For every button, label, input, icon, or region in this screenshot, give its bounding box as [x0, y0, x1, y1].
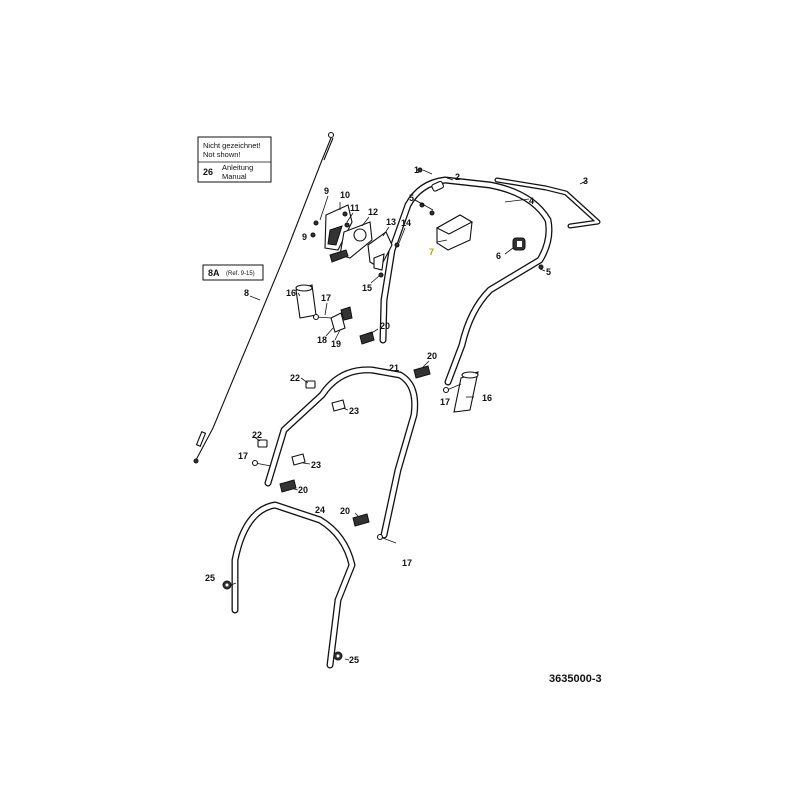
callout-19: 19: [331, 339, 341, 349]
callout-25-upper: 25: [205, 573, 215, 583]
lower-handle: [231, 501, 356, 669]
lever-cover: [367, 231, 393, 271]
control-box: [435, 214, 474, 251]
callout-24: 24: [315, 505, 325, 515]
callout-16-left: 16: [286, 288, 296, 298]
upper-handle: [379, 176, 553, 386]
reference-note: (Ref. 9-15): [226, 271, 255, 277]
callout-22-upper: 22: [290, 373, 300, 383]
callout-7: 7: [429, 247, 434, 257]
callout-16-right: 16: [482, 393, 492, 403]
callout-2: 2: [455, 172, 460, 182]
callout-23-lower: 23: [311, 460, 321, 470]
callout-5-upper: 5: [409, 193, 414, 203]
callout-14: 14: [401, 218, 411, 228]
caps-23: [291, 399, 346, 466]
clip-2: [431, 180, 445, 192]
legend-item-label-de: Anleitung: [222, 163, 253, 172]
callout-6: 6: [496, 251, 501, 261]
middle-handle: [264, 366, 419, 539]
cable-clips: [279, 331, 431, 527]
callout-8: 8: [244, 288, 249, 298]
callout-5-lower: 5: [546, 267, 551, 277]
cable-guide: [330, 306, 353, 333]
wing-knob-right: [453, 371, 479, 413]
callout-13: 13: [386, 217, 396, 227]
legend-not-shown-de: Nicht gezeichnet!: [203, 141, 261, 150]
wing-knob-left: [295, 284, 317, 319]
throttle-lever-assembly: [324, 204, 373, 263]
callout-9-upper: 9: [324, 186, 329, 196]
callout-10: 10: [340, 190, 350, 200]
callout-11: 11: [350, 203, 360, 213]
bale-bar: [494, 177, 601, 229]
reference-box: 8A (Ref. 9-15): [202, 264, 264, 281]
nuts-25: [222, 580, 343, 661]
callout-9-lower: 9: [302, 232, 307, 242]
callout-17-d: 17: [402, 558, 412, 568]
callout-4: 4: [529, 196, 534, 206]
legend-item-label-en: Manual: [222, 172, 247, 181]
document-number: 3635000-3: [549, 673, 602, 685]
callout-22-lower: 22: [252, 430, 262, 440]
callout-20-a: 20: [380, 321, 390, 331]
callout-1: 1: [414, 165, 419, 175]
callout-21: 21: [389, 363, 399, 373]
callout-15: 15: [362, 283, 372, 293]
screw-1: [417, 167, 433, 175]
callout-12: 12: [368, 207, 378, 217]
callout-labels: 1 2 3 4 5 5 6 7 8 9 9 10 11 12 13 14 15 …: [205, 165, 588, 665]
clamp-6: [512, 237, 526, 251]
legend-box: Nicht gezeichnet! Not shown! 26 Anleitun…: [197, 136, 272, 183]
small-screws: [310, 211, 400, 278]
callout-20-d: 20: [340, 506, 350, 516]
callout-20-b: 20: [427, 351, 437, 361]
callout-18: 18: [317, 335, 327, 345]
legend-not-shown-en: Not shown!: [203, 150, 241, 159]
callout-17-a: 17: [321, 293, 331, 303]
leader-lines: [230, 177, 587, 661]
callout-17-b: 17: [440, 397, 450, 407]
callout-3: 3: [583, 176, 588, 186]
throttle-cable: [193, 131, 335, 464]
bolts-17: [251, 313, 462, 544]
callout-20-c: 20: [298, 485, 308, 495]
reference-part: 8A: [208, 268, 220, 278]
legend-item-number: 26: [203, 167, 213, 177]
callout-25-lower: 25: [349, 655, 359, 665]
end-plugs: [257, 380, 316, 448]
callout-17-c: 17: [238, 451, 248, 461]
callout-23-upper: 23: [349, 406, 359, 416]
